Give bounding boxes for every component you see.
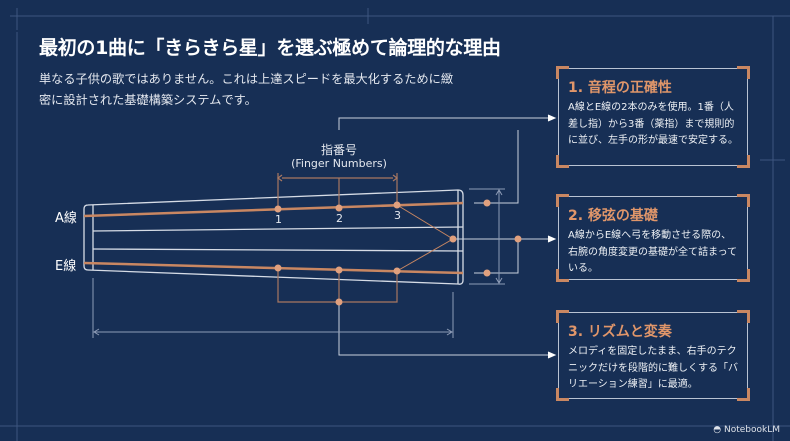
card-pitch-accuracy: 1. 音程の正確性 A線とE線の2本のみを使用。1番（人差し指）から3番（薬指）…: [556, 66, 750, 168]
finger-numbers-label: 指番号: [320, 143, 357, 157]
string-e-label: E線: [55, 259, 77, 274]
card-title: 1. 音程の正確性: [568, 80, 672, 96]
finger-dots: [274, 199, 522, 306]
logo-icon: ◓: [713, 425, 724, 435]
fingerboard: [83, 189, 464, 285]
strings: [83, 201, 464, 275]
logo-text: NotebookLM: [723, 425, 780, 435]
grid-lines: [0, 8, 790, 441]
card-title: 2. 移弦の基礎: [568, 208, 658, 224]
card-body: A線からE線へ弓を移動させる際の、右腕の角度変更の基礎が全て詰まっている。: [568, 230, 738, 274]
finger-number-1: 1: [275, 213, 282, 226]
card-rhythm-variation: 3. リズムと変奏 メロディを固定したまま、右手のテクニックだけを段階的に難しく…: [556, 310, 750, 401]
page-title: 最初の1曲に「きらきら星」を選ぶ極めて論理的な理由: [39, 37, 501, 59]
finger-numbers-en-label: (Finger Numbers): [291, 157, 387, 170]
card-body: メロディを固定したまま、右手のテクニックだけを段階的に難しくする「バリエーション…: [568, 346, 738, 390]
connector-lines: [338, 114, 557, 359]
card-body: A線とE線の2本のみを使用。1番（人差し指）から3番（薬指）まで規則的に並び、左…: [568, 102, 738, 146]
page-subtitle: 単なる子供の歌ではありません。これは上達スピードを最大化するために緻密に設計され…: [39, 72, 454, 107]
finger-brackets: [277, 173, 398, 303]
finger-number-2: 2: [336, 212, 343, 225]
finger-number-3: 3: [394, 209, 401, 222]
string-a-label: A線: [55, 211, 77, 226]
card-string-crossing: 2. 移弦の基礎 A線からE線へ弓を移動させる際の、右腕の角度変更の基礎が全て詰…: [556, 194, 750, 282]
dimension-lines: [92, 188, 505, 338]
notebooklm-logo: ◓ NotebookLM: [713, 425, 780, 435]
card-title: 3. リズムと変奏: [568, 324, 672, 340]
